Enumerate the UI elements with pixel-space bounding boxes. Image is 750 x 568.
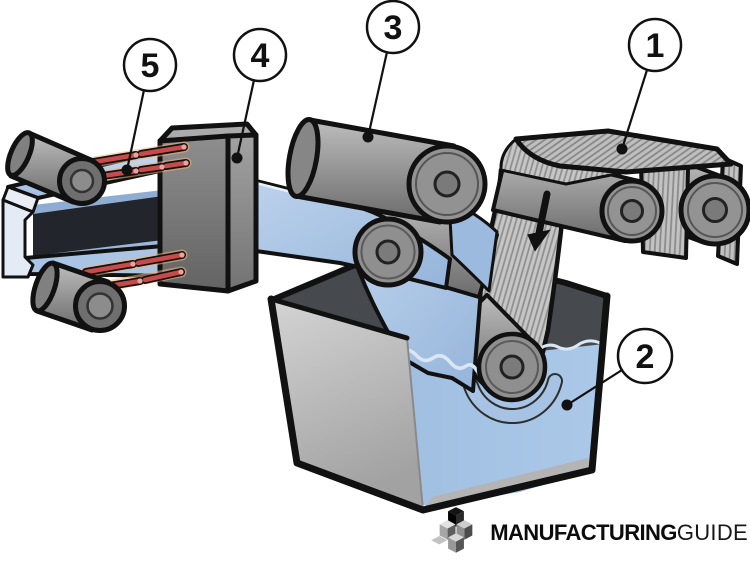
callout-1-bubble (627, 17, 683, 73)
profile-interior (33, 196, 163, 258)
tank-wall-top-edge (268, 296, 410, 341)
heating-elements (80, 141, 192, 294)
logo-cube-right (456, 520, 473, 540)
brand-name-bold: MANUFACTURING (490, 520, 677, 545)
callout-3-number: 3 (384, 9, 403, 47)
callout-4-bubble (232, 27, 288, 83)
feed-roller-2-hub (702, 197, 728, 223)
callouts: 1 2 3 4 5 (121, 0, 683, 411)
callout-1: 1 (616, 17, 683, 155)
brand-name-light: GUIDE (676, 520, 748, 545)
lower-preform-roller-ring (360, 224, 416, 280)
cubes-logo-icon (431, 507, 473, 553)
callout-2-dot (561, 399, 573, 411)
callout-5-dot (121, 164, 133, 176)
liquid-foam-at-sheet (397, 348, 479, 373)
callout-2: 2 (561, 327, 674, 411)
submerged-roller-ring (485, 340, 539, 394)
feed-roller-2-ring (687, 182, 743, 238)
callout-2-bubble (616, 327, 674, 385)
callout-4-number: 4 (251, 37, 270, 75)
callout-1-number: 1 (646, 27, 665, 65)
fiber-supply-group (491, 128, 750, 266)
callout-4-dot (231, 152, 243, 164)
submerged-roller-hub (499, 354, 525, 380)
top-preform-roller-ring (415, 152, 479, 216)
die-and-profile-group (1, 121, 259, 333)
liquid-wave-right (536, 339, 602, 352)
puller-roller-bottom-hub (86, 292, 114, 320)
puller-roller-top (5, 130, 107, 206)
callout-5-number: 5 (141, 47, 160, 85)
callout-4: 4 (231, 27, 288, 164)
tank-front-wall (271, 299, 423, 510)
die-side-face (225, 132, 259, 294)
brand-logo: MANUFACTURINGGUIDE (428, 500, 748, 566)
feed-roller-1-ring (607, 186, 657, 236)
feed-roller-1-hub (620, 199, 644, 223)
callout-3: 3 (362, 0, 421, 143)
callout-3-dot (362, 131, 374, 143)
tank-wall-inner-edge (406, 337, 424, 511)
lower-preform-roller-hub (375, 239, 401, 265)
profile-cut-face-web (1, 198, 35, 279)
wet-band-wrap (465, 375, 561, 423)
puller-roller-top-hub (69, 168, 95, 194)
puller-roller-bottom (30, 260, 127, 333)
callout-5-bubble (122, 37, 178, 93)
callout-1-dot (616, 143, 628, 155)
logo-cube-left (439, 520, 456, 540)
logo-cube-bottom (448, 533, 465, 553)
die-front-face (157, 133, 231, 294)
callout-5: 5 (121, 37, 178, 176)
forming-section-group (254, 117, 499, 299)
direction-arrow (527, 190, 551, 252)
top-preform-roller-hub (433, 170, 461, 198)
top-preform-roller-cap (285, 117, 321, 199)
callout-2-number: 2 (636, 338, 655, 376)
brand-logo-text: MANUFACTURINGGUIDE (490, 522, 748, 544)
tank-outline (267, 292, 611, 514)
callout-3-bubble (365, 0, 421, 55)
